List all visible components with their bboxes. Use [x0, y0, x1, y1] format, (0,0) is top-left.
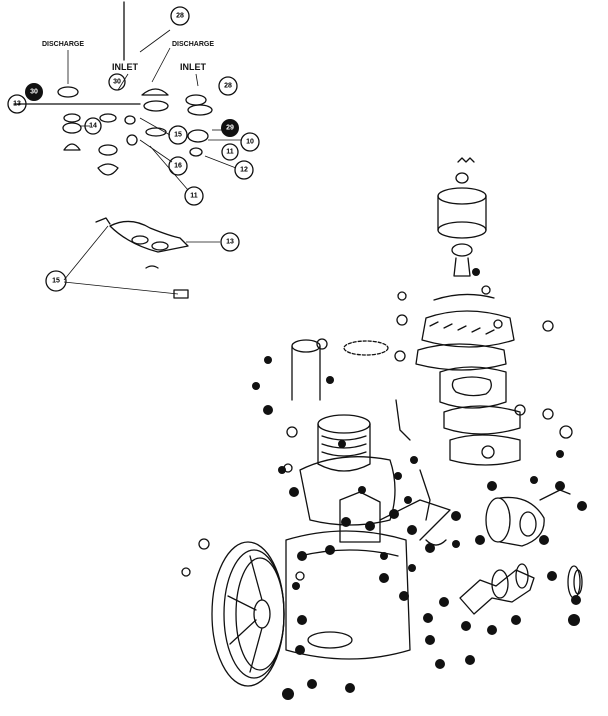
svg-text:15: 15 — [52, 278, 60, 285]
svg-text:30: 30 — [113, 79, 121, 86]
svg-text:30: 30 — [30, 89, 38, 96]
assembly-ring-2 — [151, 241, 169, 251]
part-callouts-open — [181, 285, 573, 581]
callout-30-left: 30 — [25, 83, 43, 101]
assembly-tip — [95, 217, 111, 225]
assembly-body — [109, 220, 189, 253]
valve-disc-left — [63, 113, 81, 123]
valve-plate-right — [185, 94, 207, 106]
head-gasket — [343, 340, 389, 356]
callout-14: 14 — [84, 117, 102, 135]
label-inlet-left: INLET — [112, 62, 139, 72]
callout-28-right: 28 — [218, 76, 238, 96]
valve-cap-left — [63, 143, 81, 151]
cylinder-block — [291, 339, 396, 543]
svg-text:15: 15 — [174, 132, 182, 139]
callout-11-bottom: 11 — [184, 186, 204, 206]
valve-disc-right — [187, 104, 213, 116]
svg-text:13: 13 — [13, 101, 21, 108]
valve-plate-left — [57, 86, 79, 98]
valve-ring-right — [143, 100, 169, 112]
part-callouts-filled — [252, 356, 587, 700]
assembly-clip — [145, 265, 159, 269]
callout-16: 16 — [168, 156, 188, 176]
callout-30-mid: 30 — [108, 73, 126, 91]
connecting-rod — [395, 399, 447, 546]
callout-11-right: 11 — [221, 143, 239, 161]
valve-washer — [126, 134, 138, 146]
crankshaft — [459, 563, 583, 615]
leader-12 — [204, 155, 237, 169]
bearing-housing — [485, 489, 571, 547]
label-discharge-left: DISCHARGE — [42, 41, 84, 48]
valve-dome-right — [141, 88, 169, 96]
valve-small-right — [189, 147, 203, 157]
svg-text:14: 14 — [89, 123, 97, 130]
leader-28-top — [139, 29, 171, 53]
svg-text:11: 11 — [226, 149, 234, 156]
callout-15-lower: 15 — [45, 270, 67, 292]
callout-28-top: 28 — [170, 6, 190, 26]
leader-15-lower-a — [63, 225, 109, 281]
callout-29: 29 — [221, 119, 239, 137]
svg-text:28: 28 — [176, 13, 184, 20]
valve-cup-mid — [97, 163, 119, 176]
svg-text:16: 16 — [174, 163, 182, 170]
valve-small-part — [124, 115, 136, 125]
leader-discharge-right — [151, 47, 171, 83]
label-discharge-right: DISCHARGE — [172, 41, 214, 48]
callout-15: 15 — [168, 125, 188, 145]
compressor-main-assembly — [181, 157, 587, 700]
valve-spring-left — [62, 122, 82, 134]
svg-text:11: 11 — [190, 193, 198, 200]
valve-seat-mid — [98, 144, 118, 156]
callout-13-left: 13 — [7, 94, 27, 114]
assembly-block — [173, 289, 189, 299]
valve-spring-right — [145, 127, 167, 137]
svg-text:29: 29 — [226, 125, 234, 132]
leader-15-lower-b — [63, 281, 179, 295]
label-inlet-right: INLET — [180, 62, 207, 72]
valve-disc-mid — [99, 113, 117, 123]
valve-detail-group: DISCHARGE DISCHARGE INLET INLET — [7, 1, 260, 206]
crankcase — [285, 499, 451, 660]
callout-12: 12 — [234, 160, 254, 180]
valve-assembly-detail: 13 15 — [45, 217, 240, 299]
leader-16 — [139, 139, 173, 163]
svg-text:13: 13 — [226, 239, 234, 246]
svg-text:12: 12 — [240, 167, 248, 174]
valve-ring-lower-right — [187, 129, 209, 143]
leader-15 — [139, 117, 171, 136]
assembly-ring — [131, 235, 149, 245]
flywheel-pulley — [211, 541, 285, 687]
cylinder-head — [415, 293, 521, 466]
svg-text:28: 28 — [224, 83, 232, 90]
callout-13-lower: 13 — [220, 232, 240, 252]
air-filter — [437, 157, 487, 277]
leader-inlet-right — [195, 73, 199, 87]
svg-text:10: 10 — [246, 139, 254, 146]
leader-inlet-left — [117, 73, 129, 91]
callout-10: 10 — [240, 132, 260, 152]
